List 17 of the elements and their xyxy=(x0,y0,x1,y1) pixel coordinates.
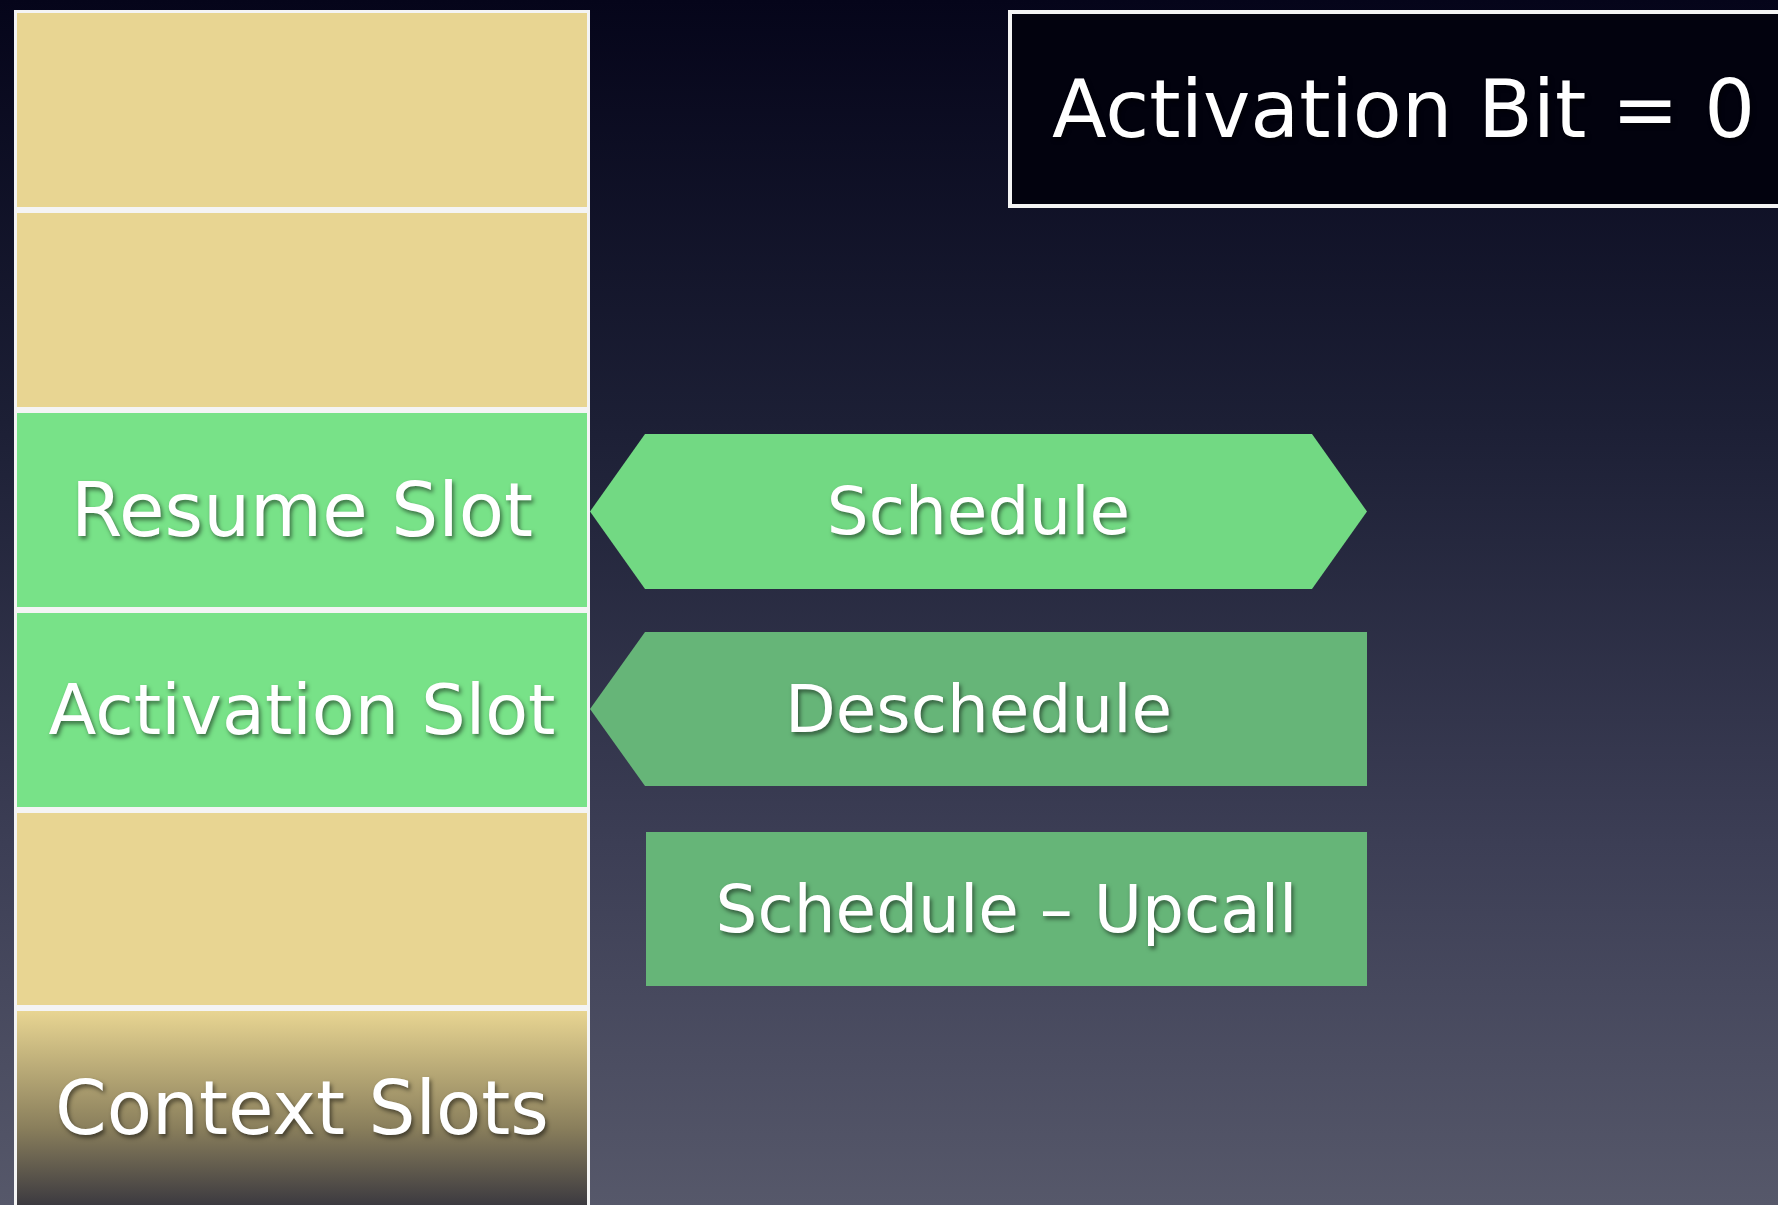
memory-slot xyxy=(14,210,590,410)
left-arrow-box xyxy=(590,632,1367,786)
slot-label: Resume Slot xyxy=(71,467,533,553)
memory-slot xyxy=(14,1008,590,1205)
memory-slot xyxy=(14,410,590,610)
double-arrow-box xyxy=(590,434,1367,589)
slot-label: Activation Slot xyxy=(48,669,556,751)
status-label: Activation Bit = 0 xyxy=(1052,62,1756,156)
operation-label: Schedule – Upcall xyxy=(715,870,1298,948)
memory-slot xyxy=(14,810,590,1008)
operation-label: Deschedule xyxy=(784,670,1173,748)
slot-label: Context Slots xyxy=(55,1065,549,1151)
process-box xyxy=(646,832,1367,986)
memory-slot xyxy=(14,10,590,210)
operation-label: Schedule xyxy=(826,473,1131,550)
memory-slot xyxy=(14,610,590,810)
status-box xyxy=(1008,10,1778,208)
